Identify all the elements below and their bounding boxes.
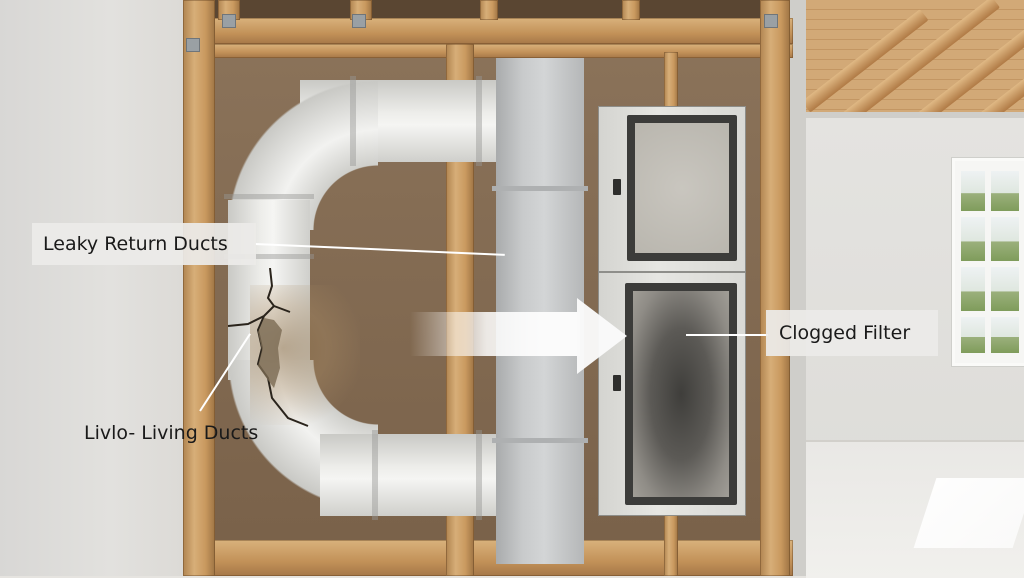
window-pane	[961, 317, 985, 353]
duct-seam	[350, 76, 356, 166]
cabinet-latch[interactable]	[613, 375, 621, 391]
metal-bracket	[186, 38, 200, 52]
cabinet-latch[interactable]	[613, 179, 621, 195]
stud-right	[760, 0, 790, 576]
window-pane	[991, 217, 1019, 261]
duct-seam	[476, 76, 482, 166]
metal-bracket	[764, 14, 778, 28]
cabinet-divider	[599, 271, 745, 273]
window-pane	[961, 267, 985, 311]
window-pane	[961, 217, 985, 261]
wood-ceiling	[801, 0, 1024, 131]
top-plate-lower	[183, 44, 793, 58]
label-text: Clogged Filter	[779, 321, 911, 344]
joist-end	[622, 0, 640, 20]
left-wall	[0, 0, 185, 576]
top-plate	[183, 18, 793, 44]
trunk-duct-band	[492, 186, 588, 191]
duct-seam	[224, 194, 314, 199]
window-pane	[991, 171, 1019, 211]
wall-corner-trim	[790, 0, 806, 576]
filter-cabinet	[598, 106, 746, 516]
joist-end	[480, 0, 498, 20]
window-pane	[991, 267, 1019, 311]
label-text: Leaky Return Ducts	[43, 232, 228, 255]
stud-left	[183, 0, 215, 576]
stud-short-top	[664, 52, 678, 108]
upper-filter-frame	[627, 115, 737, 261]
airflow-arrow-shaft	[410, 312, 580, 356]
label-text: Livlo- Living Ducts	[84, 421, 259, 444]
window-pane	[991, 317, 1019, 353]
lower-filter-frame[interactable]	[625, 283, 737, 505]
duct-seam	[476, 430, 482, 520]
ceiling-trim	[806, 112, 1024, 120]
trunk-duct	[496, 58, 584, 564]
clogged-filter-media	[633, 291, 729, 497]
leader-line-clogged-filter	[686, 334, 768, 336]
clean-filter-media	[635, 123, 729, 253]
duct-crack-icon	[228, 268, 309, 427]
label-living-ducts: Livlo- Living Ducts	[78, 417, 288, 449]
metal-bracket	[352, 14, 366, 28]
trunk-duct-band	[492, 438, 588, 443]
duct-seam	[224, 254, 314, 259]
metal-bracket	[222, 14, 236, 28]
window	[952, 158, 1024, 366]
duct-seam	[372, 430, 378, 520]
window-pane	[961, 171, 985, 211]
return-duct-bottom	[320, 434, 496, 516]
bottom-plate	[183, 540, 793, 576]
label-clogged-filter: Clogged Filter	[766, 310, 938, 356]
airflow-arrow-icon	[577, 298, 627, 374]
label-leaky-return-ducts: Leaky Return Ducts	[32, 223, 256, 265]
stud-short-bottom	[664, 514, 678, 576]
